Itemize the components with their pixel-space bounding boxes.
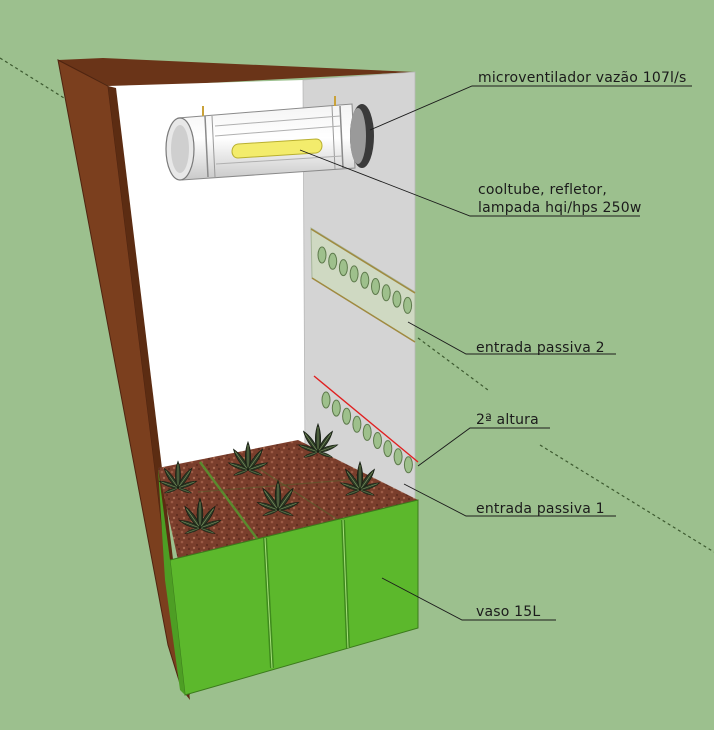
vent-hole (381, 284, 391, 302)
vent-hole (373, 432, 382, 449)
vent-hole (403, 296, 413, 314)
vent-hole (383, 440, 393, 458)
vent-hole (328, 252, 338, 270)
vent-hole (342, 407, 352, 425)
guide-line-top (0, 57, 65, 99)
label-cooltube-line2: lampada hqi/hps 250w (478, 200, 642, 216)
cooltube-icon (165, 96, 374, 181)
vent-hole (331, 399, 341, 417)
vent-hole (392, 290, 402, 308)
vent-hole (393, 448, 403, 466)
vent-hole (352, 415, 362, 433)
label-cooltube-line1: cooltube, refletor, (478, 182, 608, 198)
vent-hole (362, 423, 372, 441)
guide-line-right (539, 444, 714, 553)
label-passive-intake-2: entrada passiva 2 (476, 340, 605, 356)
passive-intake-2-holes (317, 246, 413, 314)
vent-hole (403, 456, 413, 474)
label-fan: microventilador vazão 107l/s (478, 70, 687, 86)
vent-hole (371, 278, 380, 295)
height-marker-line (313, 375, 419, 463)
label-cooltube: cooltube, refletor, lampada hqi/hps 250w (478, 181, 642, 217)
vent-hole (349, 265, 359, 283)
cabinet-top (58, 58, 415, 88)
vent-hole (338, 259, 348, 277)
vent-hole (321, 391, 331, 409)
back-wall (108, 80, 305, 478)
leader-lines (299, 85, 692, 621)
vent-hole (317, 246, 327, 264)
passive-intake-1-holes (321, 391, 413, 474)
guide-line-middle (417, 337, 489, 391)
label-passive-intake-1: entrada passiva 1 (476, 501, 605, 517)
label-pot: vaso 15L (476, 604, 541, 620)
label-second-height: 2ª altura (476, 412, 539, 428)
vent-hole (360, 271, 370, 289)
